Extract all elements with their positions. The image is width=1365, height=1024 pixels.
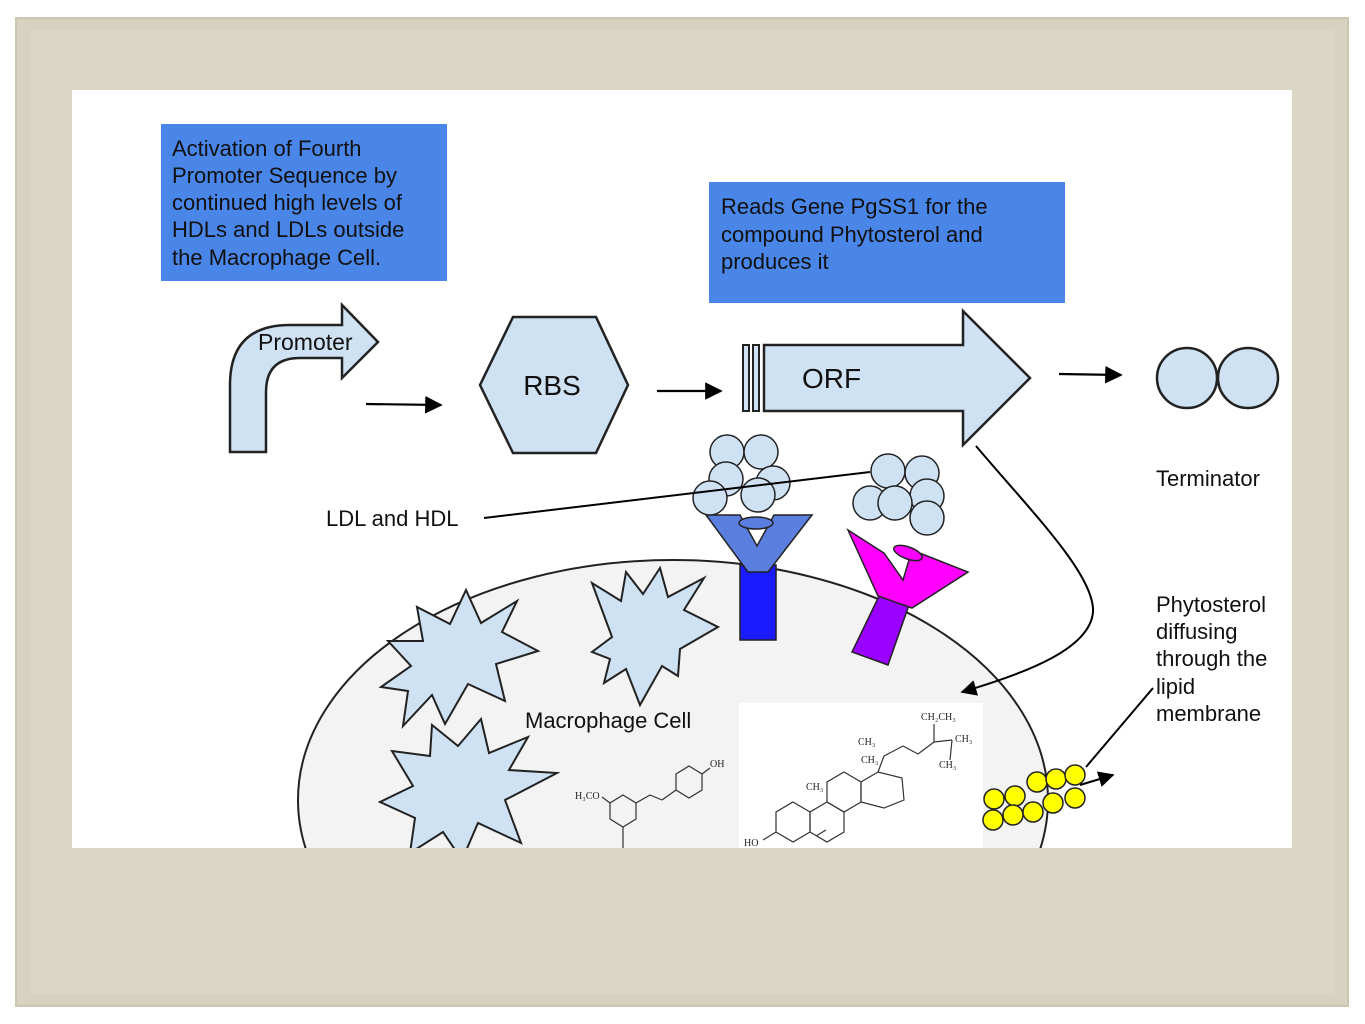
ho-label: HO — [744, 838, 758, 849]
activation-note-line: the Macrophage Cell. — [172, 245, 381, 270]
orf-label: ORF — [802, 363, 861, 394]
promoter-label: Promoter — [258, 329, 353, 355]
reads-gene-note: Reads Gene PgSS1 for the compound Phytos… — [709, 182, 1065, 303]
ldl-hdl-pointer — [483, 471, 871, 519]
arrow-orf-to-terminator — [1058, 365, 1123, 384]
activation-note-line: continued high levels of — [172, 190, 403, 215]
blue-receptor — [704, 514, 814, 641]
activation-note: Activation of Fourth Promoter Sequence b… — [161, 124, 447, 281]
phytosterol-label: Phytosterol diffusing through the lipid … — [1156, 592, 1273, 726]
magenta-receptor — [846, 528, 970, 666]
phytosterol-diffusion-arrow — [1079, 771, 1115, 787]
ldl-hdl-cluster-left — [692, 434, 791, 516]
sterol-structure-panel — [739, 703, 983, 848]
rbs-hexagon: RBS — [478, 315, 630, 455]
phytosterol-label-line: lipid — [1156, 674, 1195, 699]
ch3-label: CH₃ — [955, 734, 972, 745]
spiky-particle — [378, 587, 541, 730]
ch3-label: CH₃ — [858, 737, 875, 748]
ldl-hdl-cluster-right — [852, 453, 945, 536]
phytosterol-production-arrow — [960, 445, 1095, 696]
terminator-symbol — [1155, 346, 1280, 410]
ch3-label: CH₃ — [861, 755, 878, 766]
reads-gene-note-line: Reads Gene PgSS1 for the — [721, 194, 988, 219]
h3co-label: H₃CO — [575, 791, 600, 802]
orf-arrow: ORF — [742, 307, 1032, 449]
phytosterol-particles — [982, 764, 1086, 831]
rbs-label: RBS — [523, 370, 581, 401]
phytosterol-label-line: membrane — [1156, 701, 1261, 726]
ch2ch3-label: CH₂CH₃ — [921, 712, 956, 723]
phytosterol-label-line: diffusing — [1156, 619, 1238, 644]
activation-note-line: HDLs and LDLs outside — [172, 217, 404, 242]
activation-note-line: Promoter Sequence by — [172, 163, 397, 188]
svg-text:Reads Gene PgSS1 for the: Reads Gene PgSS1 for the compound Phytos… — [721, 194, 994, 274]
promoter-arrow: Promoter — [228, 301, 380, 454]
ldl-hdl-label: LDL and HDL — [326, 506, 458, 531]
arrow-promoter-to-rbs — [365, 395, 443, 414]
ch3-label: CH₃ — [806, 782, 823, 793]
spiky-particle — [377, 716, 561, 848]
terminator-label: Terminator — [1156, 466, 1260, 491]
sterol-structure — [762, 724, 953, 843]
macrophage-label: Macrophage Cell — [525, 708, 691, 733]
phytosterol-pointer — [1085, 687, 1154, 768]
oh-label: OH — [710, 759, 724, 770]
phytosterol-label-line: Phytosterol — [1156, 592, 1266, 617]
reads-gene-note-line: compound Phytosterol and — [721, 222, 983, 247]
phytosterol-label-line: through the — [1156, 646, 1267, 671]
reads-gene-note-line: produces it — [721, 249, 829, 274]
spiky-particle — [589, 565, 721, 708]
activation-note-line: Activation of Fourth — [172, 136, 362, 161]
ch3-label: CH₃ — [939, 760, 956, 771]
svg-text:Activation of Fourth Pro: Activation of Fourth Promoter Sequence b… — [172, 136, 410, 270]
methoxystilbene-structure — [601, 765, 711, 848]
